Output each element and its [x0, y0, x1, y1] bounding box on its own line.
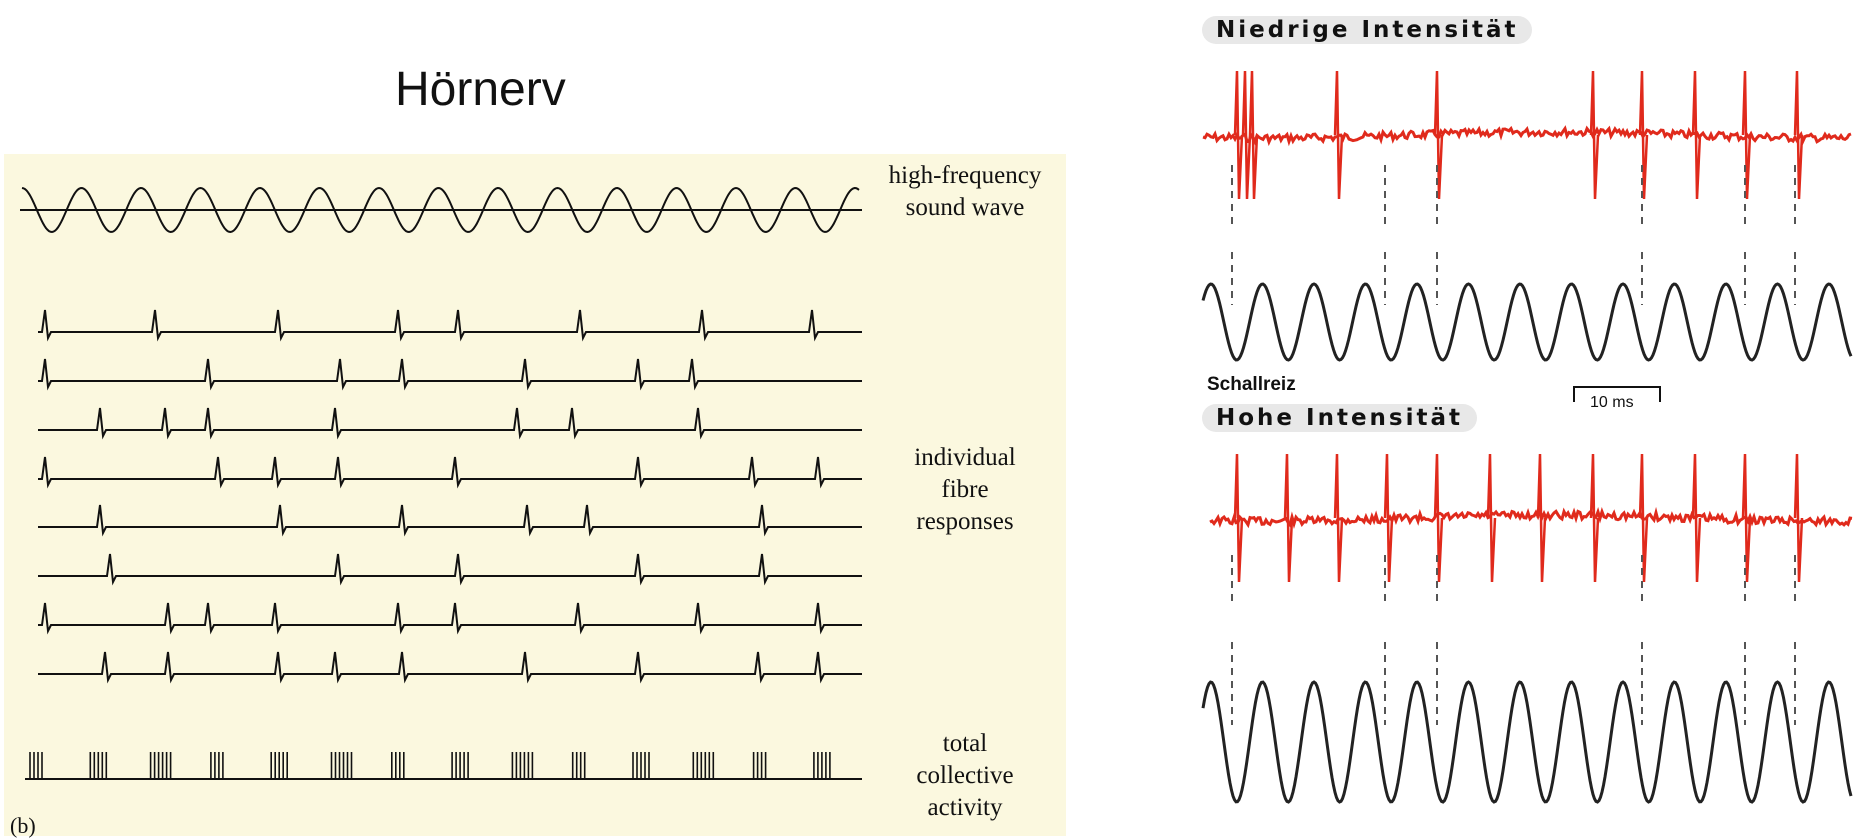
panel-tag: (b) [10, 813, 36, 838]
high-trace-spike [1283, 453, 1294, 583]
high-trace-spike [1383, 453, 1394, 583]
low-trace-spike [1248, 70, 1259, 200]
high-trace-baseline [1209, 506, 1853, 530]
wave-label: high-frequency sound wave [870, 160, 1060, 224]
low-stimulus-curve [1201, 282, 1853, 362]
high-trace-spike [1536, 453, 1547, 583]
high-trace-spike [1486, 453, 1497, 583]
high-trace-spike [1793, 453, 1804, 583]
fibre-response-row-5 [38, 504, 862, 537]
low-trace-spike [1741, 70, 1752, 200]
high-trace-spike [1589, 453, 1600, 583]
low-trace-spike [1691, 70, 1702, 200]
fibre-label: individual fibre responses [880, 442, 1050, 538]
high-intensity-trace [1209, 453, 1853, 583]
wave-label-line-2: sound wave [905, 194, 1025, 221]
high-trace-spike [1691, 453, 1702, 583]
collective-label-line-3: activity [927, 794, 1003, 821]
high-trace-spike [1638, 453, 1649, 583]
low-trace-spike [1638, 70, 1649, 200]
fibre-label-line-1: individual [914, 444, 1016, 471]
high-trace-spike [1433, 453, 1444, 583]
low-intensity-markers [1231, 165, 1796, 305]
fibre-label-line-3: responses [916, 508, 1014, 535]
fibre-response-row-6 [38, 553, 862, 586]
low-intensity-title: Niedrige Intensität [1202, 16, 1533, 44]
high-trace-spike [1333, 453, 1344, 583]
high-trace-spike [1233, 453, 1244, 583]
fibre-response-row-3 [38, 407, 862, 440]
low-trace-spike [1333, 70, 1344, 200]
high-intensity-title: Hohe Intensität [1202, 404, 1478, 432]
fibre-response-row-4 [38, 456, 862, 489]
high-intensity-stimulus-wave [1201, 680, 1853, 804]
fibre-label-line-2: fibre [941, 476, 989, 503]
diagram-panel-left [4, 154, 1066, 836]
fibre-responses [38, 309, 862, 684]
low-trace-spike [1233, 70, 1244, 200]
high-intensity-markers [1231, 555, 1796, 725]
sound-wave [20, 186, 862, 234]
high-stimulus-curve [1201, 680, 1853, 804]
low-intensity-stimulus-wave [1201, 282, 1853, 362]
collective-activity [25, 752, 862, 780]
fibre-response-row-7 [38, 602, 862, 635]
wave-label-line-1: high-frequency [888, 162, 1042, 189]
scale-bar-bracket [1573, 386, 1661, 402]
low-trace-spike [1793, 70, 1804, 200]
low-trace-spike [1589, 70, 1600, 200]
scale-bar [1573, 386, 1661, 402]
low-trace-baseline [1202, 125, 1852, 147]
high-trace-spike [1741, 453, 1752, 583]
collective-label-line-1: total [942, 730, 988, 757]
fibre-response-row-1 [38, 309, 862, 342]
page-title: Hörnerv [395, 63, 566, 116]
scale-bar-label: 10 ms [1590, 394, 1634, 411]
low-intensity-trace [1202, 70, 1852, 200]
fibre-response-row-2 [38, 358, 862, 391]
fibre-response-row-8 [38, 651, 862, 684]
low-trace-spike [1433, 70, 1444, 200]
collective-label: total collective activity [880, 728, 1050, 824]
sound-wave-curve [21, 186, 860, 234]
low-trace-spike [1241, 70, 1252, 200]
stimulus-label: Schallreiz [1207, 374, 1296, 395]
collective-label-line-2: collective [916, 762, 1014, 789]
